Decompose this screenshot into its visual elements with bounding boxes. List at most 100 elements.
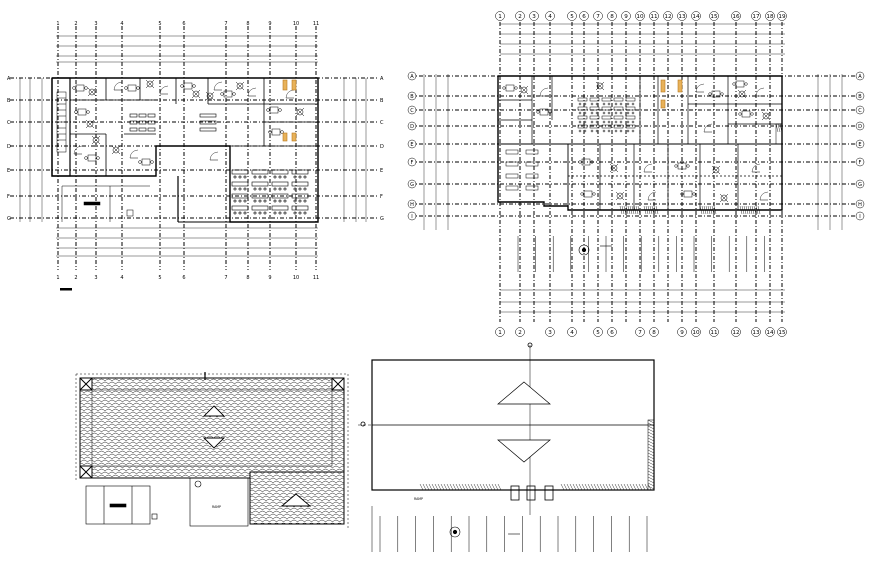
plan1-desk [199, 127, 217, 132]
plan2-round-table [610, 164, 618, 172]
plan2-grid-bubble-bottom-label: 4 [570, 330, 574, 336]
plan2-grid-lines [410, 22, 860, 322]
plan2-chair [614, 111, 618, 115]
plan1-chair [293, 187, 297, 191]
plan2-desk [577, 124, 588, 129]
plan2-chair [619, 120, 623, 124]
plan1-chair [298, 175, 302, 179]
plan2-grid-bubble-bottom: 9 [677, 327, 687, 337]
plan2-grid-bubble-top-label: 15 [710, 14, 718, 20]
plan1-chair [150, 160, 154, 164]
plan2-grid-bubble-right-circle [855, 199, 865, 209]
plan1-door-swing [129, 149, 139, 159]
roof2-hatch-line [647, 446, 655, 451]
plan1-desk [291, 193, 309, 199]
plan2-door-swing [647, 191, 657, 201]
plan2-grid-bubble-bottom-label: 5 [596, 330, 600, 336]
plan2-grid-bubble-left: I [407, 211, 417, 221]
plan1-grid-number-bottom: 9 [268, 275, 271, 281]
roof-plan-1: RAMP [75, 372, 349, 528]
roof2-hatch-line [479, 483, 484, 491]
roof2-edge-hatch [419, 419, 655, 491]
roof2-hatch-frame [647, 419, 655, 491]
roof2-hatch-line [647, 443, 655, 448]
roof2-hatch-line [644, 483, 649, 491]
plan2-grid-bubble-top: 8 [607, 11, 617, 21]
plan1-chair [220, 92, 224, 96]
plan2-grid-bubble-bottom-circle [709, 327, 719, 337]
plan2-desk [601, 115, 612, 120]
plan2-chair [548, 110, 552, 114]
plan2-hatch-line [647, 205, 651, 215]
roof2-hatch-line [647, 479, 655, 484]
plan2-chair [602, 120, 606, 124]
plan1-door-swing [209, 151, 219, 161]
plan2-grid-bubble-left: G [407, 179, 417, 189]
plan2-grid-bubble-top: 7 [593, 11, 603, 21]
roof2-hatch-line [578, 483, 583, 491]
plan2-grid-bubble-top-circle [635, 11, 645, 21]
plan2-desk [525, 173, 539, 179]
plan2-parking-stalls [517, 236, 765, 272]
plan2-hatch-line [631, 205, 635, 215]
plan1-chair [273, 187, 277, 191]
plan1-mark [191, 89, 201, 99]
plan2-chair [614, 120, 618, 124]
plan2-desk [525, 161, 539, 167]
plan2-desk [625, 124, 636, 129]
plan2-mark [615, 191, 625, 201]
plan2-grid-bubble-bottom-label: 9 [680, 330, 684, 336]
roof2-hatch-line [497, 483, 502, 491]
plan2-grid-bubble-bottom: 14 [765, 327, 775, 337]
plan1-grid-number-top: 3 [94, 21, 97, 27]
plan2-desk [601, 106, 612, 111]
plan2-grid-bubble-top-label: 5 [570, 14, 574, 20]
plan2-grid-bubble-top: 19 [777, 11, 787, 21]
plan1-chair [258, 211, 262, 215]
plan1-chair [238, 175, 242, 179]
plan2-grid-bubble-bottom-circle [567, 327, 577, 337]
plan2-grid-bubble-left-circle [407, 91, 417, 101]
roof2-hatch-line [485, 483, 490, 491]
plan1-desk [147, 120, 156, 125]
plan2-hatch-line [635, 205, 639, 215]
roof2-hatch-line [458, 483, 463, 491]
plan2-grid-bubble-right: C [855, 105, 865, 115]
plan1-chair [293, 211, 297, 215]
plan2-desk [613, 124, 624, 129]
plan2-hatch-line [629, 205, 633, 215]
roof2-ramp-label: RAMP [414, 497, 423, 501]
plan2-grid-bubble-top-circle [649, 11, 659, 21]
plan2-chair [595, 111, 599, 115]
plan1-desk [199, 113, 217, 118]
plan2-grid-bubble-left-label: A [410, 74, 414, 80]
plan1-grid-letter-right: G [380, 216, 384, 222]
plan2-desk [589, 115, 600, 120]
plan2-grid-bubble-left-circle [407, 105, 417, 115]
plan1-chair [303, 211, 307, 215]
plan1-chair [303, 199, 307, 203]
plan2-chair [674, 164, 678, 168]
plan2-hatch-line [619, 205, 623, 215]
plan1-chair [243, 175, 247, 179]
plan1-mark [205, 91, 215, 101]
plan2-desk [589, 124, 600, 129]
plan1-chair [273, 211, 277, 215]
roof2-hatch-line [575, 483, 580, 491]
plan2-grid-bubble-bottom-circle [777, 327, 787, 337]
roof2-hatch-line [434, 483, 439, 491]
plan2-grid-bubble-top-label: 16 [732, 14, 740, 20]
plan1-chair [72, 86, 76, 90]
plan2-side-dimensions [423, 74, 843, 230]
plan2-hatch-line [651, 205, 655, 215]
plan2-grid-bubble-left-label: B [410, 94, 414, 100]
plan1-grid-number-top: 10 [293, 21, 299, 27]
plan2-chair [744, 82, 748, 86]
plan2-chair [583, 102, 587, 106]
plan2-desk [505, 185, 519, 191]
plan2-table [539, 108, 549, 116]
plan1-mark [145, 79, 155, 89]
plan1-table [77, 108, 87, 116]
roof2-hatch-line [647, 431, 655, 436]
